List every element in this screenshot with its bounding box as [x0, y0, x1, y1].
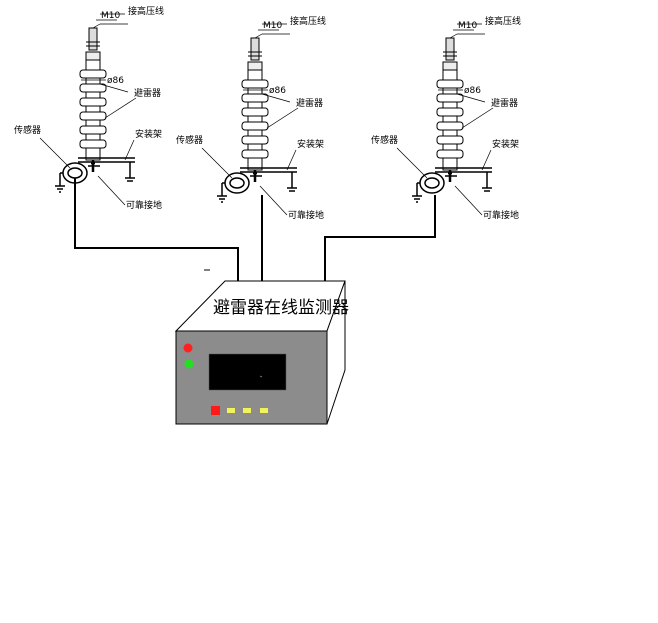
sensor-ring: [55, 162, 100, 193]
status-led-green: [184, 359, 194, 369]
arrester-body: [241, 69, 269, 171]
arrester-body: [79, 59, 107, 161]
signal-wiring: [74, 178, 436, 281]
hv-line-label: 接高压线: [290, 15, 326, 27]
hv-terminal: [442, 37, 458, 71]
diameter-label: ø86: [464, 86, 481, 96]
mount-label: 安装架: [135, 128, 162, 140]
ground-label: 可靠接地: [483, 209, 519, 221]
sensor-label: 传感器: [371, 134, 398, 146]
mount-label: 安装架: [297, 138, 324, 150]
arrester-unit-1: M10 接高压线 ø86 避雷器 安装架 传感器 可靠接地: [14, 5, 164, 211]
dimension-lines: [396, 23, 494, 216]
ground-label: 可靠接地: [126, 199, 162, 211]
arrester-body: [436, 69, 464, 171]
function-button-3[interactable]: [260, 408, 268, 413]
m10-label: M10: [458, 21, 477, 31]
arrester-label: 避雷器: [296, 97, 323, 109]
sensor-label: 传感器: [176, 134, 203, 146]
arrester-unit-3: M10 接高压线 ø86 避雷器 安装架 传感器 可靠接地: [371, 15, 521, 221]
diameter-label: ø86: [269, 86, 286, 96]
ground-lead: [448, 170, 452, 182]
ground-lead: [253, 170, 257, 182]
arrester-label: 避雷器: [134, 87, 161, 99]
mount-frame: [240, 167, 297, 192]
display-cursor: [259, 375, 263, 378]
hv-line-label: 接高压线: [485, 15, 521, 27]
wire-unit-3: [324, 195, 436, 281]
dimension-lines: [201, 23, 299, 216]
sensor-label: 传感器: [14, 124, 41, 136]
function-button-2[interactable]: [243, 408, 251, 413]
arrester-unit-2: M10 接高压线 ø86 避雷器 安装架 传感器 可靠接地: [176, 15, 326, 221]
ground-lead: [91, 160, 95, 172]
mount-frame: [78, 157, 135, 182]
monitor-title: 避雷器在线监测器: [213, 298, 349, 318]
dimension-lines: [39, 13, 137, 206]
menu-button-red[interactable]: [211, 406, 220, 415]
power-led-red: [183, 343, 193, 353]
m10-label: M10: [101, 11, 120, 21]
hv-terminal: [85, 27, 101, 61]
monitor-display-screen: [208, 353, 287, 391]
arrester-label: 避雷器: [491, 97, 518, 109]
monitor-device: 避雷器在线监测器: [174, 280, 349, 425]
diameter-label: ø86: [107, 76, 124, 86]
hv-terminal: [247, 37, 263, 71]
sensor-ring: [412, 172, 457, 203]
mount-frame: [435, 167, 492, 192]
wire-unit-1: [74, 178, 239, 281]
mount-label: 安装架: [492, 138, 519, 150]
m10-label: M10: [263, 21, 282, 31]
function-button-1[interactable]: [227, 408, 235, 413]
hv-line-label: 接高压线: [128, 5, 164, 17]
ground-label: 可靠接地: [288, 209, 324, 221]
